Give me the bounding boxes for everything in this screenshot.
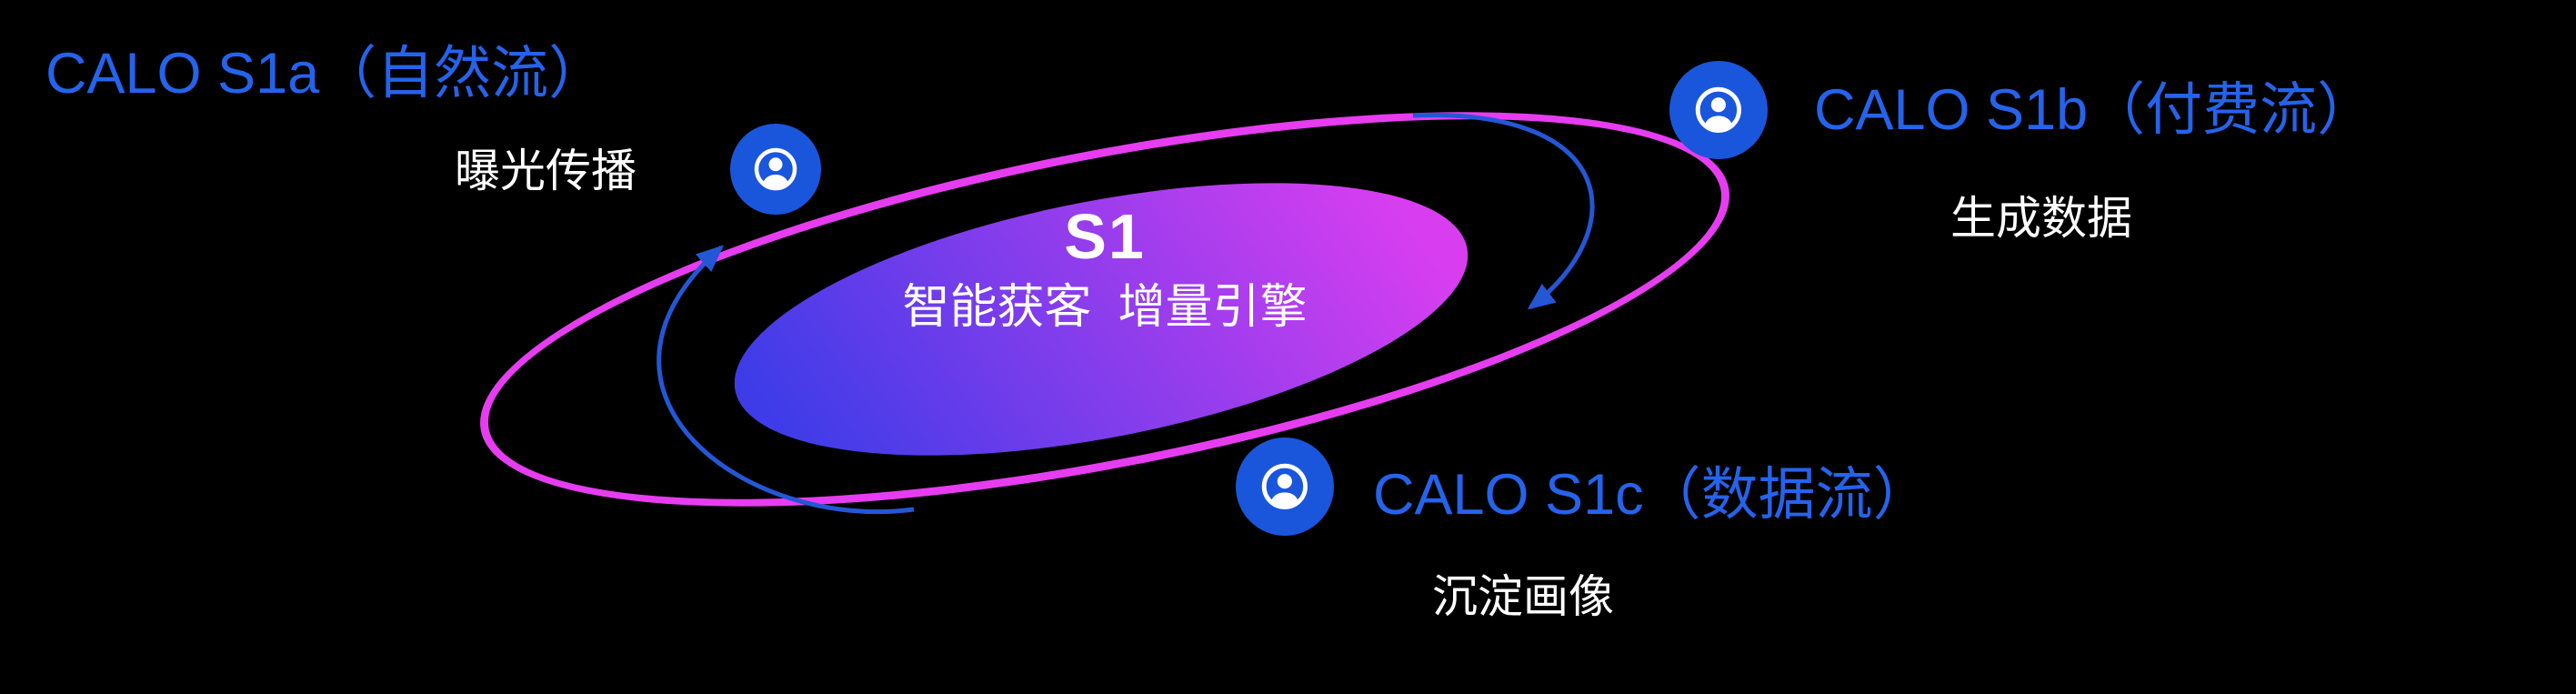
core-title: S1 bbox=[1064, 201, 1146, 272]
user-icon bbox=[1236, 438, 1334, 536]
node-s1a-title: CALO S1a（自然流） bbox=[45, 42, 606, 106]
node-s1b-title: CALO S1b（付费流） bbox=[1814, 78, 2375, 142]
user-icon bbox=[730, 124, 821, 215]
node-s1c-title: CALO S1c（数据流） bbox=[1373, 463, 1930, 527]
core-subtitle: 智能获客 增量引擎 bbox=[902, 281, 1308, 334]
user-icon bbox=[1669, 61, 1768, 159]
node-s1a-subtitle: 曝光传播 bbox=[455, 146, 636, 196]
node-s1b-subtitle: 生成数据 bbox=[1950, 193, 2132, 244]
node-s1c-subtitle: 沉淀画像 bbox=[1432, 571, 1614, 622]
